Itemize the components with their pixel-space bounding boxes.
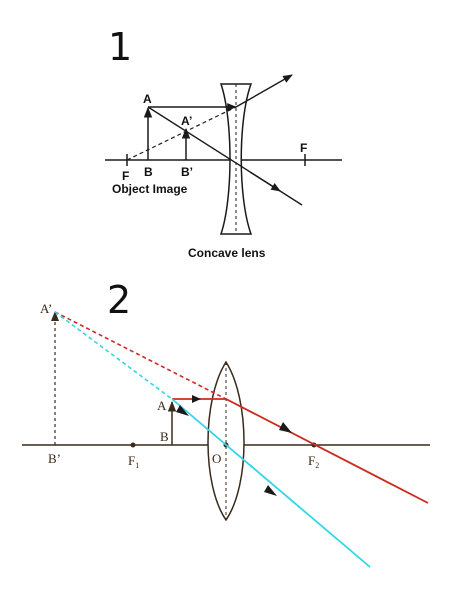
label-F-right-1: F	[300, 141, 307, 155]
label-F2: F2	[308, 453, 319, 470]
ray-virtual-extension-1	[126, 106, 237, 161]
red-ray	[172, 398, 429, 504]
label-O: O	[212, 451, 221, 466]
label-B-prime-1: B’	[181, 165, 193, 179]
label-B-prime-2: B’	[48, 451, 61, 466]
caption-concave-lens: Concave lens	[188, 246, 266, 260]
cyan-ray	[171, 398, 371, 568]
diagram-2-number: 2	[107, 278, 131, 322]
label-A-prime-1: A’	[181, 114, 192, 128]
label-F1: F1	[128, 453, 139, 470]
diagram-2-convex-lens: 2 A’ A B B’ F1 O F2	[22, 278, 430, 568]
red-ray-virtual-extension	[54, 311, 227, 400]
red-ray-arrow-2	[279, 422, 292, 433]
ray-center-arrow-1	[249, 171, 281, 192]
label-A-prime-2: A’	[40, 301, 52, 316]
virtual-image-arrowhead	[51, 311, 59, 321]
label-B-1: B	[144, 165, 153, 179]
cyan-ray-arrow-2	[264, 485, 277, 496]
label-A-2: A	[157, 398, 167, 413]
diagram-1-concave-lens: 1 A A’ F B B’ F Object Image Concave len…	[105, 25, 342, 260]
ray-diverging-1	[235, 74, 293, 108]
focus-point-F1	[130, 442, 136, 448]
diagram-1-number: 1	[108, 25, 132, 69]
label-B-2: B	[160, 429, 169, 444]
label-F-left-1: F	[122, 169, 129, 183]
label-object-image: Object Image	[112, 182, 188, 196]
red-ray-arrow-1	[192, 395, 201, 403]
label-A-1: A	[143, 92, 152, 106]
cyan-ray-arrow-1	[176, 405, 189, 416]
cyan-ray-virtual-extension	[54, 311, 173, 400]
